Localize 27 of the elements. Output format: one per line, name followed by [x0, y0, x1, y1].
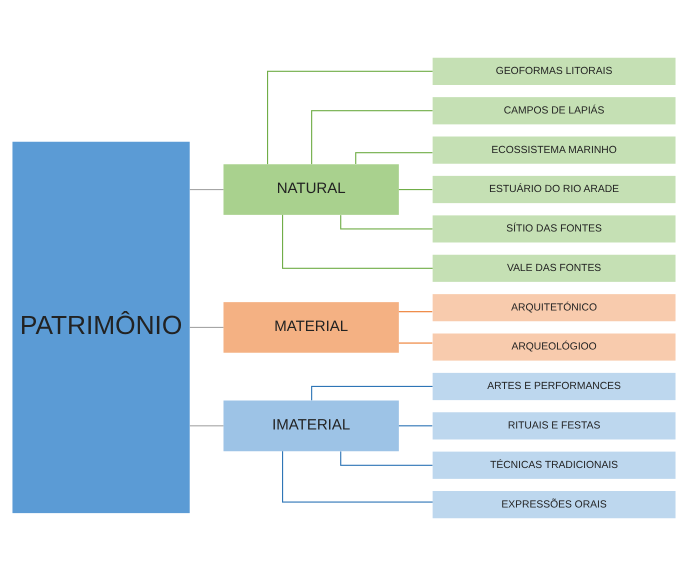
node-box: CAMPOS DE LAPIÁS	[432, 97, 676, 124]
connector	[398, 188, 432, 190]
connector	[398, 425, 432, 426]
node-box: ARQUEOLÓGIOO	[432, 333, 676, 361]
connector	[190, 425, 224, 426]
connector	[398, 342, 432, 344]
connector	[282, 214, 433, 269]
node-box: TÉCNICAS TRADICIONAIS	[432, 452, 676, 479]
node-box: ARQUITETÓNICO	[432, 294, 676, 322]
node-box: IMATERIAL	[223, 400, 399, 452]
node-box: GEOFORMAS LITORAIS	[432, 58, 676, 85]
node-box: ECOSSISTEMA MARINHO	[432, 136, 676, 164]
connector	[311, 110, 432, 164]
connector	[267, 70, 433, 164]
connector	[190, 326, 224, 328]
node-box: NATURAL	[223, 164, 399, 215]
node-box: PATRIMÔNIO	[12, 142, 190, 514]
node-box: ESTUÁRIO DO RIO ARADE	[432, 176, 676, 204]
node-box: VALE DAS FONTES	[432, 254, 676, 282]
connector	[282, 451, 433, 503]
node-box: EXPRESSÕES ORAIS	[432, 491, 676, 518]
connector	[398, 311, 432, 312]
node-box: ARTES E PERFORMANCES	[432, 372, 676, 400]
node-box: SÍTIO DAS FONTES	[432, 215, 676, 243]
node-box: MATERIAL	[223, 302, 399, 353]
connector	[190, 188, 224, 190]
node-box: RITUAIS E FESTAS	[432, 412, 676, 440]
